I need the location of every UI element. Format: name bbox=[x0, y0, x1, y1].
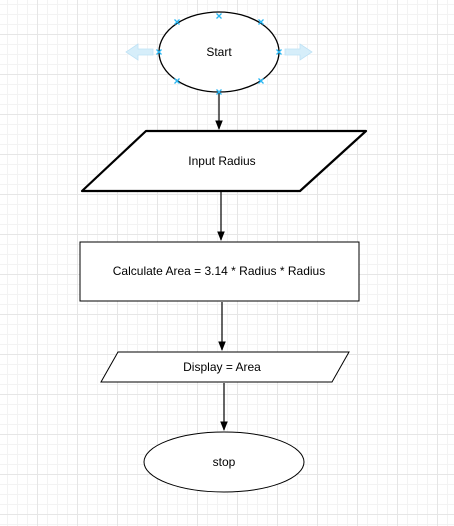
edges bbox=[215, 92, 228, 431]
node-display-label: Display = Area bbox=[183, 360, 261, 374]
node-stop[interactable]: stop bbox=[143, 431, 305, 493]
node-input[interactable]: Input Radius bbox=[80, 129, 368, 193]
node-start[interactable]: Start bbox=[158, 11, 280, 93]
selection-handles[interactable] bbox=[156, 13, 282, 95]
connect-arrow-left-icon[interactable] bbox=[125, 43, 154, 61]
resize-handle-nw[interactable] bbox=[174, 19, 180, 25]
resize-handle-s[interactable] bbox=[216, 89, 222, 95]
node-start-label: Start bbox=[206, 45, 232, 59]
resize-handle-ne[interactable] bbox=[258, 19, 264, 25]
node-display[interactable]: Display = Area bbox=[100, 351, 350, 383]
resize-handle-sw[interactable] bbox=[174, 78, 180, 84]
resize-handle-n[interactable] bbox=[216, 13, 222, 19]
node-stop-label: stop bbox=[213, 455, 236, 469]
node-calc[interactable]: Calculate Area = 3.14 * Radius * Radius bbox=[79, 241, 360, 302]
connect-arrow-right-icon[interactable] bbox=[284, 43, 313, 61]
resize-handle-e[interactable] bbox=[276, 49, 282, 55]
resize-handle-se[interactable] bbox=[258, 78, 264, 84]
node-input-label: Input Radius bbox=[188, 154, 255, 168]
resize-handle-w[interactable] bbox=[156, 49, 162, 55]
node-calc-label: Calculate Area = 3.14 * Radius * Radius bbox=[113, 264, 325, 278]
